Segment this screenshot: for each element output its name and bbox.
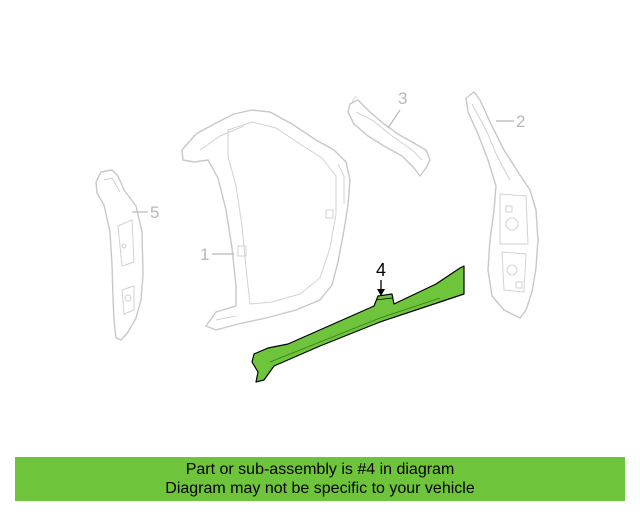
callout-3-label: 3 [398,89,407,108]
callout-4: 4 [376,260,386,296]
info-banner: Part or sub-assembly is #4 in diagram Di… [15,457,625,501]
part-5-b-pillar [95,169,144,341]
banner-line-1: Part or sub-assembly is #4 in diagram [185,461,455,478]
part-1-body-side [181,109,351,331]
callout-5-label: 5 [150,203,159,222]
part-2-hinge-pillar [465,91,539,319]
callout-3: 3 [387,89,407,129]
part-4-rocker-panel [251,265,465,383]
callout-2: 2 [496,112,525,131]
callout-4-label: 4 [376,260,386,280]
callout-1: 1 [200,245,234,264]
callout-1-label: 1 [200,245,209,264]
callout-2-label: 2 [516,112,525,131]
part-3-bracket [347,95,431,177]
banner-line-2: Diagram may not be specific to your vehi… [165,480,475,497]
callout-5: 5 [132,203,159,222]
